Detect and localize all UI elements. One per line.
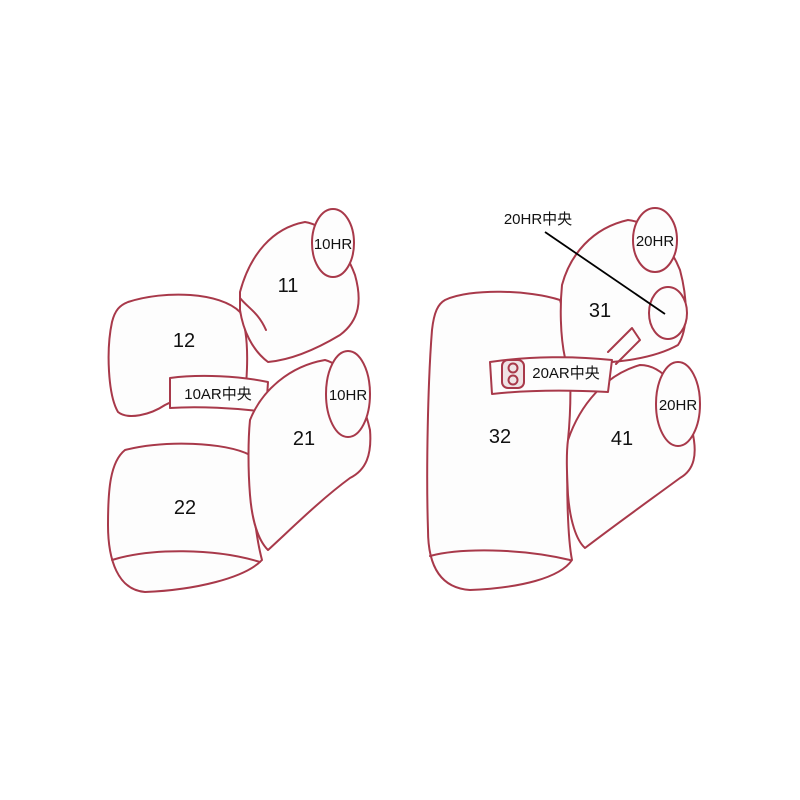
- headrest-10hr-lower-label: 10HR: [329, 387, 368, 404]
- part-32: 32: [426, 290, 573, 591]
- headrest-20hr-upper-label: 20HR: [636, 233, 675, 250]
- headrest-20hr-lower-shape: [655, 361, 701, 447]
- part-12-label: 12: [173, 330, 195, 352]
- part-22: 22: [107, 442, 263, 593]
- headrest-10hr-upper-shape: [311, 208, 355, 278]
- headrest-10hr-upper-label: 10HR: [314, 236, 353, 253]
- headrest-20hr-upper: 20HR: [632, 207, 678, 273]
- armrest-10ar-center-label: 10AR中央: [184, 386, 252, 403]
- part-22-label: 22: [174, 497, 196, 519]
- headrest-20hr-upper-shape: [632, 207, 678, 273]
- part-11-fold: [239, 297, 267, 331]
- part-31-slot: [607, 327, 641, 365]
- part-11-label: 11: [278, 275, 299, 297]
- part-32-label: 32: [489, 426, 511, 448]
- armrest-20ar-center-label: 20AR中央: [532, 365, 600, 382]
- headrest-20hr-lower: 20HR: [655, 361, 701, 447]
- headrest-20hr-lower-label: 20HR: [659, 397, 698, 414]
- headrest-20hr-center: 20HR中央: [504, 211, 688, 340]
- headrest-20hr-center-label: 20HR中央: [504, 211, 572, 228]
- part-21-label: 21: [293, 428, 315, 450]
- part-41-label: 41: [611, 428, 633, 450]
- headrest-20hr-center-leader: [544, 231, 666, 315]
- cup-holder-icon: [501, 359, 525, 389]
- headrest-10hr-upper: 10HR: [311, 208, 355, 278]
- headrest-20hr-center-shape: [648, 286, 688, 340]
- part-31-label: 31: [589, 300, 611, 322]
- armrest-10ar-center: 10AR中央: [169, 374, 269, 413]
- armrest-20ar-center: 20AR中央: [489, 356, 613, 395]
- part-32-seam: [429, 549, 571, 561]
- headrest-10hr-lower-shape: [325, 350, 371, 438]
- part-22-seam: [111, 550, 261, 563]
- headrest-10hr-lower: 10HR: [325, 350, 371, 438]
